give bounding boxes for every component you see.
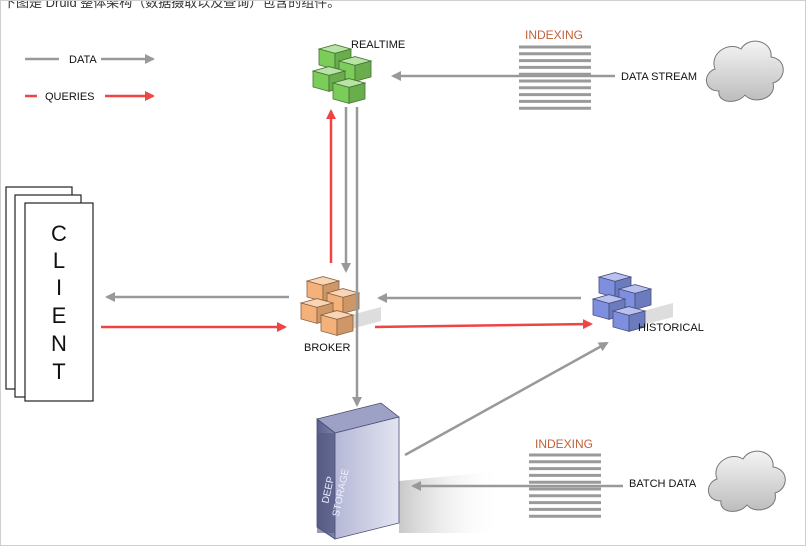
legend-data-label: DATA xyxy=(69,54,97,66)
cube-face xyxy=(354,60,372,82)
data-arrows xyxy=(105,71,623,491)
client-letter: I xyxy=(56,275,62,300)
legend: DATA QUERIES xyxy=(25,54,155,103)
deep-storage-face xyxy=(317,433,335,533)
cloud-icon xyxy=(706,40,784,102)
realtime-node xyxy=(311,44,373,104)
data-stream-label: DATA STREAM xyxy=(621,71,697,83)
client-letter: L xyxy=(53,248,65,273)
client-page-front xyxy=(24,202,94,402)
cube-face xyxy=(634,288,652,310)
batch-data-label: BATCH DATA xyxy=(629,478,697,490)
caption: 下图是 Druid 整体架构（数据摄取以及查询）包含的组件。 xyxy=(3,0,341,10)
arrow-storage-to-historical xyxy=(404,341,609,457)
client-letter: E xyxy=(52,303,67,328)
deep-storage-shadow xyxy=(399,471,501,533)
cube-face xyxy=(628,310,646,332)
client-letter: T xyxy=(52,359,65,384)
legend-queries-label: QUERIES xyxy=(45,91,95,103)
cube-face xyxy=(348,82,366,104)
deep-storage-node: DEEP STORAGE xyxy=(316,402,501,540)
cloud-icon xyxy=(708,450,786,512)
cube-shadow xyxy=(643,303,673,325)
client-letter: N xyxy=(51,331,67,356)
indexing-bottom-stack xyxy=(529,453,601,518)
query-arrows xyxy=(101,109,593,332)
cube-face xyxy=(342,292,360,314)
cube-shadow xyxy=(351,307,381,329)
arrow-broker-to-historical xyxy=(374,319,593,330)
client-letter: C xyxy=(51,221,67,246)
historical-node xyxy=(591,272,673,332)
realtime-label: REALTIME xyxy=(351,39,405,51)
indexing-bottom-label: INDEXING xyxy=(535,437,593,451)
indexing-top-label: INDEXING xyxy=(525,28,583,42)
indexing-top-stack xyxy=(519,45,591,110)
historical-label: HISTORICAL xyxy=(638,322,704,334)
broker-node xyxy=(299,276,381,336)
client-node: C L I E N T xyxy=(5,186,94,402)
broker-label: BROKER xyxy=(304,342,351,354)
cube-face xyxy=(336,314,354,336)
